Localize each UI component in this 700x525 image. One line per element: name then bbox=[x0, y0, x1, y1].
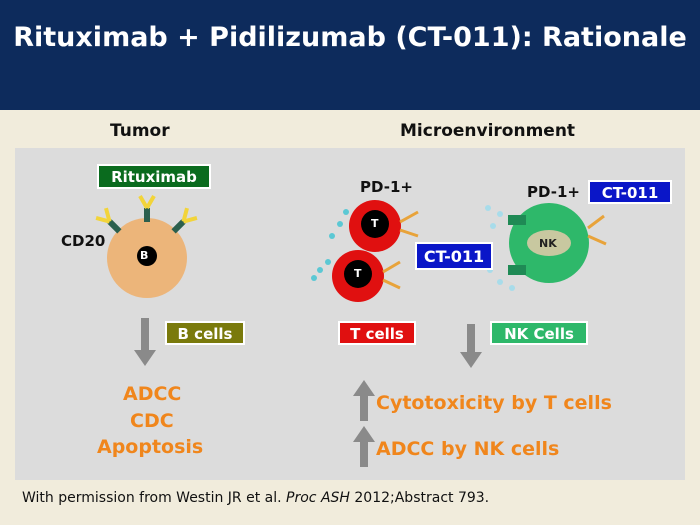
outcome-adcc: ADCC bbox=[123, 383, 182, 405]
cd20-label: CD20 bbox=[61, 232, 106, 250]
outcome-cdc: CDC bbox=[130, 410, 174, 432]
down-arrow-icon bbox=[460, 324, 482, 368]
cytokine-dots-t bbox=[311, 209, 349, 281]
b-cells-tag: B cells bbox=[165, 321, 245, 345]
t-cells-tag: T cells bbox=[338, 321, 416, 345]
nk-cells-tag: NK Cells bbox=[490, 321, 588, 345]
citation-suffix: 2012;Abstract 793. bbox=[349, 490, 490, 506]
t-cell-letter-upper: T bbox=[371, 217, 379, 230]
pd1-label-t: PD-1+ bbox=[360, 178, 413, 196]
header-banner: Rituximab + Pidilizumab (CT-011): Ration… bbox=[0, 0, 700, 110]
outcome-t-cell-cytotoxicity: Cytotoxicity by T cells bbox=[376, 392, 612, 414]
ct011-tag-t: CT-011 bbox=[415, 242, 493, 270]
outcome-apoptosis: Apoptosis bbox=[97, 436, 204, 458]
ct011-tag-nk: CT-011 bbox=[588, 180, 672, 204]
nk-cell bbox=[508, 203, 607, 283]
outcome-nk-adcc: ADCC by NK cells bbox=[376, 438, 560, 460]
antibody-icon bbox=[95, 194, 198, 234]
rituximab-tag: Rituximab bbox=[97, 164, 211, 189]
t-cell-upper bbox=[349, 200, 419, 252]
column-heading-tumor: Tumor bbox=[110, 121, 170, 141]
t-cell-lower bbox=[332, 250, 401, 302]
b-cell-letter: B bbox=[140, 249, 149, 262]
slide-title-text: Rituximab + Pidilizumab (CT-011): Ration… bbox=[13, 22, 687, 53]
t-cell-letter-lower: T bbox=[354, 267, 362, 280]
diagram-panel bbox=[15, 148, 685, 480]
citation-prefix: With permission from Westin JR et al. bbox=[22, 490, 287, 506]
column-heading-microenvironment: Microenvironment bbox=[400, 121, 576, 141]
up-arrow-icon bbox=[353, 426, 375, 467]
b-cell bbox=[107, 218, 187, 298]
up-arrow-icon bbox=[353, 380, 375, 421]
nk-cell-letter: NK bbox=[539, 237, 557, 250]
slide-title: Rituximab + Pidilizumab (CT-011): Ration… bbox=[0, 20, 700, 56]
citation-footer: With permission from Westin JR et al. Pr… bbox=[22, 490, 489, 506]
pd1-label-nk: PD-1+ bbox=[527, 183, 580, 201]
down-arrow-icon bbox=[134, 318, 156, 366]
citation-journal: Proc ASH bbox=[286, 490, 350, 506]
